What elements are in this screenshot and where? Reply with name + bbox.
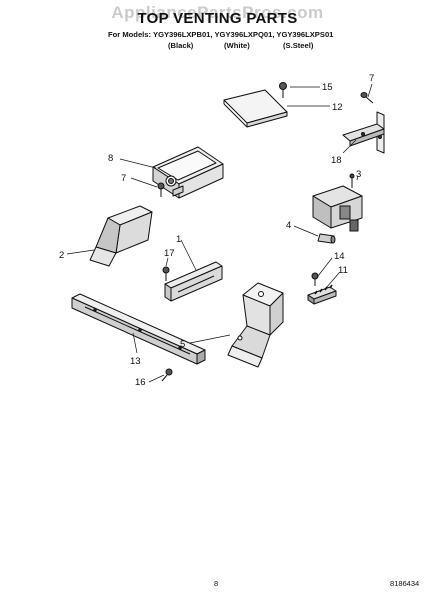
part-7-screw-left	[157, 182, 165, 197]
models-line: For Models: YGY396LXPB01, YGY396LXPQ01, …	[108, 30, 334, 39]
callout-13: 13	[130, 356, 141, 367]
watermark: AppliancePartsPros.com	[111, 3, 324, 22]
callout-11: 11	[338, 265, 348, 276]
page-title: TOP VENTING PARTS	[137, 10, 298, 27]
callout-12: 12	[332, 102, 343, 113]
callout-3: 3	[356, 169, 361, 180]
callout-1: 1	[176, 234, 181, 245]
part-2-duct	[89, 205, 153, 267]
part-4-pin	[317, 233, 336, 244]
callout-7-left: 7	[121, 173, 126, 184]
leader-lines	[66, 83, 373, 383]
part-17-screw	[162, 266, 170, 281]
callout-14: 14	[334, 251, 345, 262]
page-number: 8	[214, 579, 219, 588]
part-15-screw	[279, 82, 287, 98]
callout-8: 8	[108, 153, 113, 164]
part-12-plate	[223, 89, 288, 128]
part-14-screw	[311, 272, 319, 286]
model-color-stainless: (S.Steel)	[283, 41, 314, 50]
callout-labels: 15 12 7 18 8 7 3 4 2 1 17 14 11 5 13 16	[59, 73, 374, 388]
part-8-housing	[152, 146, 224, 199]
callout-2: 2	[59, 250, 64, 261]
callout-15: 15	[322, 82, 333, 93]
part-16-screw	[161, 368, 173, 382]
callout-18: 18	[331, 155, 342, 166]
callout-5: 5	[180, 339, 185, 350]
part-7-screw-upper	[360, 92, 374, 104]
model-color-white: (White)	[224, 41, 250, 50]
callout-4: 4	[286, 220, 291, 231]
callout-7-upper: 7	[369, 73, 374, 84]
document-number: 8186434	[390, 579, 420, 588]
part-11-terminal-block	[307, 284, 337, 305]
part-13-rail	[71, 293, 206, 365]
part-1-baffle	[164, 261, 223, 302]
part-18-bracket	[342, 111, 385, 154]
part-5-deflector	[227, 282, 284, 368]
callout-16: 16	[135, 377, 146, 388]
model-color-black: (Black)	[168, 41, 194, 50]
callout-17: 17	[164, 248, 175, 259]
part-3-switch-assembly	[312, 173, 363, 232]
